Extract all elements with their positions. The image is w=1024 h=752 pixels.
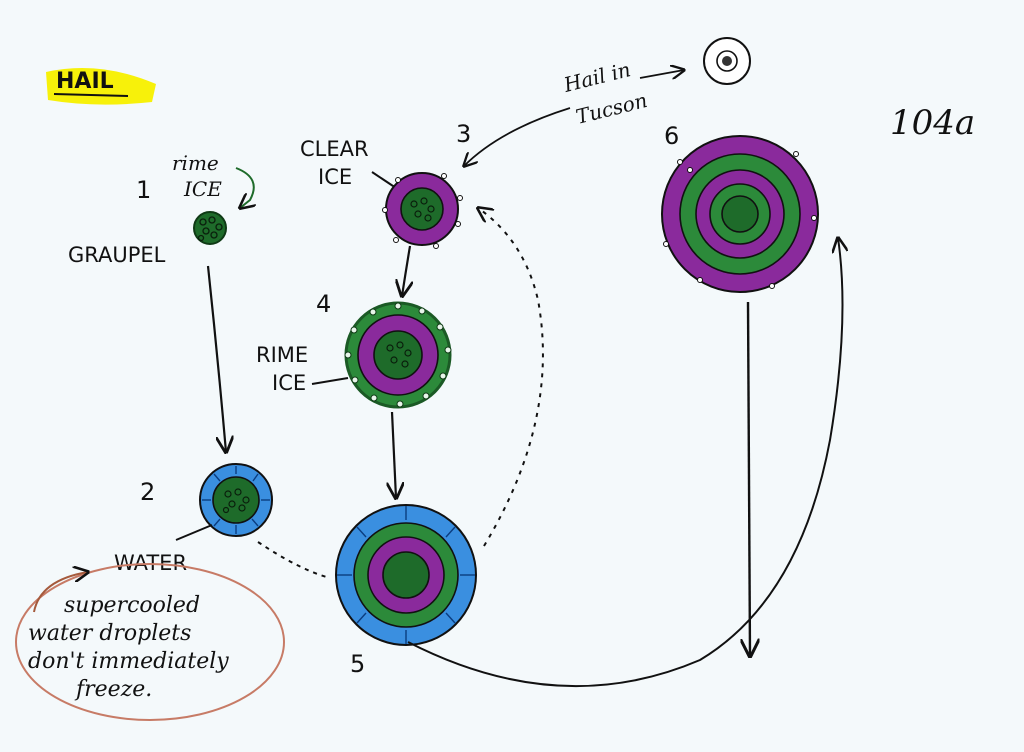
arrow-1-to-2: [206, 265, 226, 452]
title-block: HAIL: [46, 68, 156, 105]
tucson-arrow-to-sample: [639, 70, 684, 78]
rime-core-texture: [386, 341, 412, 368]
stage5-water-hatch: [337, 506, 475, 644]
tucson-hailstone-core: [722, 56, 732, 66]
stage-2-water: 2 WATER: [114, 463, 331, 579]
rime-ice-pointer: [311, 377, 349, 385]
rime-ice-label-line1: rime: [172, 151, 219, 175]
arrow-3-to-4: [402, 245, 410, 296]
tucson-label-line2: Tucson: [573, 88, 649, 129]
stage-4-rime-ice: 4 RIME ICE: [256, 290, 452, 498]
stage-5-layered: 5: [335, 208, 843, 688]
rime-core: [373, 330, 423, 380]
clear-ice-core: [400, 187, 444, 231]
rime-pointer-arrow: [235, 167, 254, 208]
rime-ice-label-line2: ICE: [183, 177, 222, 201]
graupel-texture: [197, 216, 223, 242]
stage-1-number: 1: [136, 176, 151, 204]
tucson-arrow-to-stage3: [464, 107, 571, 166]
note-outline: [15, 563, 285, 721]
stage-3-clear-ice: 3 CLEAR ICE: [300, 120, 471, 296]
stage5-core: [382, 551, 430, 599]
dashed-path-2-to-5: [257, 541, 331, 579]
tucson-label-line1: Hail in: [560, 57, 633, 97]
rime-ice-label-line1: RIME: [256, 343, 308, 367]
supercooled-note: supercooled water droplets don't immedia…: [15, 563, 285, 721]
rime-ice-label-line2: ICE: [272, 371, 306, 395]
note-arrow: [33, 572, 88, 613]
stage-4-number: 4: [316, 290, 331, 318]
stage-2-number: 2: [140, 478, 155, 506]
dashed-arrow-5-to-3: [478, 208, 544, 547]
clear-ice-core-texture: [410, 197, 435, 222]
note-line-2: water droplets: [28, 621, 191, 646]
page-title: HAIL: [56, 69, 114, 94]
rime-droplets: [344, 302, 452, 408]
clear-ice-label-line1: CLEAR: [300, 137, 369, 161]
note-line-1: supercooled: [64, 593, 200, 618]
graupel-label: GRAUPEL: [68, 243, 166, 267]
water-hatch: [202, 466, 270, 534]
stage-5-number: 5: [350, 650, 365, 678]
stage-6-number: 6: [664, 122, 679, 150]
stage-3-number: 3: [456, 120, 471, 148]
water-pointer: [175, 524, 213, 541]
stage6-core: [721, 195, 759, 233]
clear-ice-pointer: [371, 171, 397, 189]
page-number: 104a: [890, 103, 975, 143]
title-underline: [53, 93, 129, 97]
stage6-droplets: [663, 151, 817, 289]
graupel-core: [212, 476, 260, 524]
note-line-3: don't immediately: [28, 649, 229, 674]
stage-6-hailstone: 6: [661, 122, 819, 656]
arrow-4-to-5: [392, 411, 396, 498]
arrow-5-to-6: [407, 238, 843, 688]
stage-1-graupel: 1 rime ICE GRAUPEL: [68, 151, 254, 452]
clear-ice-label-line2: ICE: [318, 165, 352, 189]
arrow-6-falls: [748, 301, 750, 656]
core-texture: [222, 488, 250, 514]
water-label: WATER: [114, 551, 187, 575]
note-line-4: freeze.: [74, 677, 152, 702]
clear-ice-droplets: [382, 173, 463, 249]
